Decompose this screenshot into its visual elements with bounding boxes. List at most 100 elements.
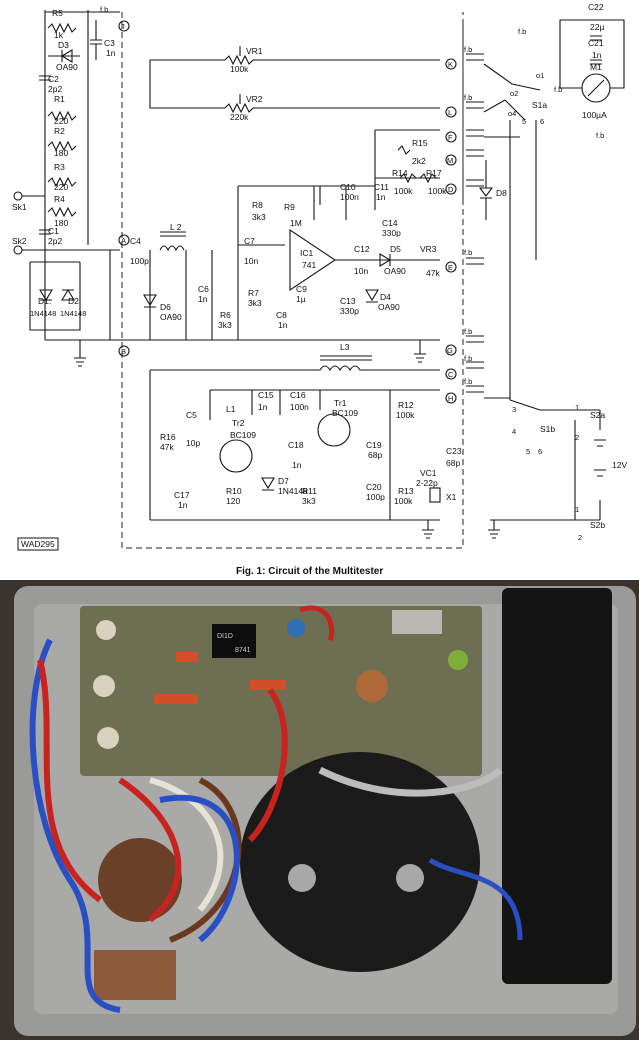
rotary-knob: [240, 752, 480, 972]
d7-value: 1N4148: [278, 486, 308, 496]
c7-value: 10n: [244, 256, 258, 266]
d5-diode: [360, 253, 440, 267]
d3-label: D3: [58, 40, 69, 50]
c21-value: 1n: [592, 50, 602, 60]
sk1-socket: [13, 191, 23, 201]
s1a-pin2: o2: [510, 89, 518, 98]
r2-label: R2: [54, 126, 65, 136]
s1b-pin6: 6: [538, 447, 542, 456]
svg-text:L: L: [448, 108, 452, 117]
svg-text:A: A: [121, 236, 126, 245]
c2-label: C2: [48, 74, 59, 84]
svg-text:K: K: [448, 60, 453, 69]
c11-label: C11: [374, 182, 389, 192]
r9-value: 1M: [290, 218, 302, 228]
c3-label: C3: [104, 38, 115, 48]
circuit-board: [80, 606, 482, 776]
ref-box: [17, 537, 59, 551]
r1-value: 220: [54, 116, 68, 126]
r2-value: 180: [54, 148, 68, 158]
d2-value: 1N4148: [60, 309, 86, 318]
meter-wires: [559, 19, 625, 97]
s1b-pin3: 3: [512, 405, 516, 414]
l3-label: L3: [340, 342, 350, 352]
c23-value: 68p: [446, 458, 460, 468]
r15-label: R15: [412, 138, 428, 148]
c17-label: C17: [174, 490, 190, 500]
knob-screw-1: [288, 864, 316, 892]
d4-diode: [365, 289, 379, 303]
c1-value: 2p2: [48, 236, 62, 246]
c8-label: C8: [276, 310, 287, 320]
svg-text:f.b: f.b: [464, 248, 472, 257]
wire-red-2: [118, 777, 182, 923]
photo-panel: DI1D 8741: [0, 580, 639, 1040]
svg-text:D: D: [448, 185, 454, 194]
s1a-switch: [483, 63, 541, 400]
c22-value: 22µ: [590, 22, 604, 32]
svg-text:f.b: f.b: [464, 45, 472, 54]
ic1-label: IC1: [300, 248, 314, 258]
c10-value: 100n: [340, 192, 359, 202]
r14-r15-r17: [374, 129, 440, 210]
r5-label: R5: [52, 8, 63, 18]
ground-left: [74, 340, 86, 367]
svg-text:f.b: f.b: [596, 131, 604, 140]
chip-mark-2: 8741: [235, 647, 251, 654]
s2b-label: S2b: [590, 520, 605, 530]
c5-value: 10p: [186, 438, 200, 448]
l2-inductor: [159, 231, 186, 252]
chip-mark-1: DI1D: [217, 633, 233, 640]
r3-value: 220: [54, 182, 68, 192]
svg-text:J: J: [121, 22, 125, 31]
l2-label: L 2: [170, 222, 182, 232]
d5-label: D5: [390, 244, 401, 254]
c19-value: 68p: [368, 450, 382, 460]
r5-value: 1k: [54, 30, 64, 40]
svg-text:f.b: f.b: [464, 377, 472, 386]
c3-capacitor: [90, 20, 102, 60]
c5-label: C5: [186, 410, 197, 420]
multitester-photo: DI1D 8741: [0, 580, 639, 1040]
c23-label: C23: [446, 446, 462, 456]
r5-resistor: [47, 22, 77, 34]
battery-pack: [502, 588, 612, 984]
figure-caption: Fig. 1: Circuit of the Multitester: [236, 566, 383, 577]
knob-screw-2: [396, 864, 424, 892]
vr2-value: 220k: [230, 112, 249, 122]
capacitor-orange-2: [154, 694, 198, 704]
battery-label: 12V: [612, 460, 627, 470]
d7-diode: [261, 477, 275, 491]
r4-value: 180: [54, 218, 68, 228]
c8-value: 1n: [278, 320, 288, 330]
s2a-pin2: 2: [575, 433, 579, 442]
r7-value: 3k3: [248, 298, 262, 308]
wire-blue-3: [428, 857, 523, 941]
d1-value: 1N4148: [30, 309, 56, 318]
r12-value: 100k: [396, 410, 415, 420]
crystal-can: [392, 610, 442, 634]
schematic-panel: R5 1k D3 OA90 C3 1n C2 2p2 R1 220 R2 180…: [12, 2, 628, 577]
c10-label: C10: [340, 182, 356, 192]
c2-capacitor: [39, 74, 51, 81]
trimmer-pot-1: [96, 620, 116, 640]
wire-grey: [318, 766, 503, 797]
d1-d2-diodes: [29, 261, 81, 331]
vr2-label: VR2: [246, 94, 263, 104]
x1-crystal: [429, 487, 441, 503]
vc1-label: VC1: [420, 468, 437, 478]
r6-label: R6: [220, 310, 231, 320]
c1-capacitor: [39, 229, 51, 235]
ic1-value: 741: [302, 260, 316, 270]
vc1-value: 2-22p: [416, 478, 438, 488]
ic1-output: [313, 186, 360, 261]
tr2-transistor: [219, 439, 253, 473]
svg-text:M: M: [447, 156, 453, 165]
r14-label: R14: [392, 168, 408, 178]
c9-label: C9: [296, 284, 307, 294]
c20-label: C20: [366, 482, 382, 492]
c14-value: 330p: [382, 228, 401, 238]
svg-text:C: C: [448, 370, 454, 379]
sk2-socket: [13, 245, 23, 255]
s1a-pin1: o1: [536, 71, 544, 80]
